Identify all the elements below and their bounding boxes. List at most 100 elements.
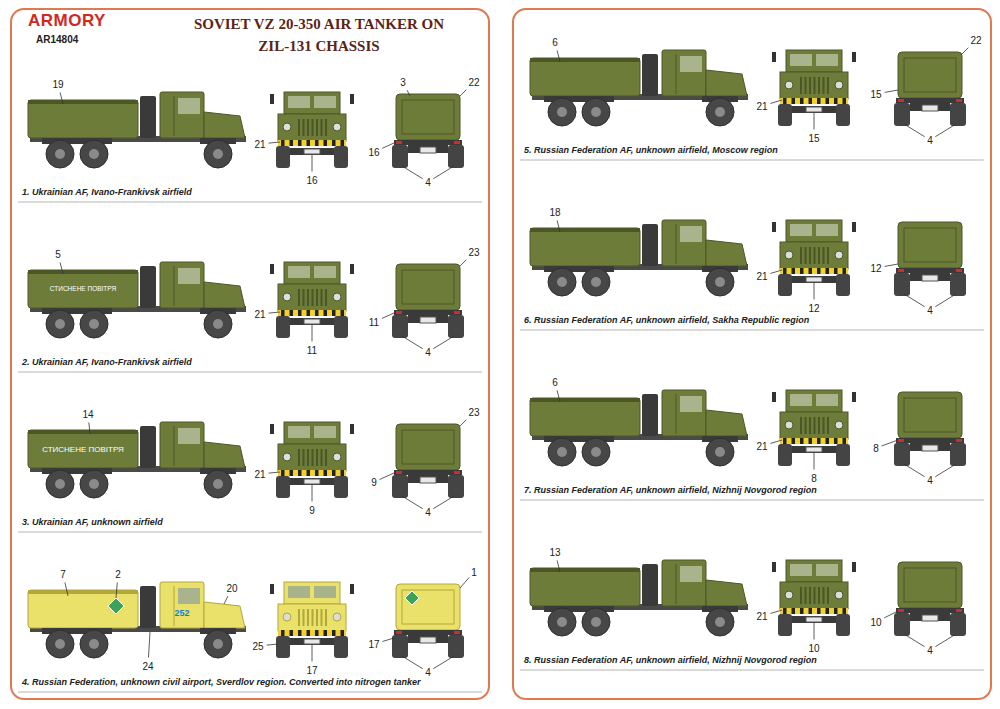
- wheel: [46, 310, 74, 338]
- leader-line: [224, 596, 228, 604]
- bumper-stripe: [281, 630, 285, 636]
- grille-bar: [325, 119, 327, 136]
- bumper-stripe: [315, 140, 319, 146]
- headlight: [283, 453, 291, 461]
- leader-line: [267, 644, 278, 645]
- caption-underline: [520, 160, 984, 161]
- number-plate: [420, 477, 436, 483]
- rear-wheel: [448, 315, 464, 338]
- number-plate: [806, 447, 822, 452]
- wheel: [46, 630, 74, 658]
- leader-line: [935, 294, 956, 307]
- leader-line: [433, 496, 454, 509]
- number-plate: [922, 445, 938, 451]
- mirror: [270, 94, 274, 104]
- callout-number: 15: [870, 89, 881, 100]
- callout-number: 10: [870, 617, 881, 628]
- callout-number: 20: [226, 583, 237, 594]
- leader-line: [460, 577, 469, 588]
- axle: [792, 616, 836, 623]
- grille-bar: [814, 587, 816, 604]
- bumper-stripe: [834, 268, 838, 274]
- bumper-stripe: [826, 608, 830, 614]
- cab-window: [680, 226, 702, 242]
- tank-rear: [898, 562, 962, 608]
- bumper-stripe: [307, 310, 311, 316]
- grille-bar: [321, 289, 323, 306]
- number-plate: [922, 105, 938, 111]
- rear-wheel: [448, 145, 464, 168]
- wheel-hub: [591, 617, 601, 627]
- tank-body: [28, 270, 138, 308]
- door-line: [174, 426, 175, 466]
- mirror: [270, 424, 274, 434]
- bumper-stripe: [826, 98, 830, 104]
- leader-line: [269, 312, 280, 313]
- tank-body: [530, 58, 640, 96]
- hood-front: [278, 604, 346, 631]
- leader-line: [814, 113, 815, 130]
- rear-bumper: [896, 608, 964, 613]
- leader-line: [904, 124, 925, 137]
- grille-bar: [298, 289, 300, 306]
- leader-line: [382, 143, 394, 148]
- rear-wheel: [950, 103, 966, 126]
- grille-bar: [312, 609, 314, 626]
- bumper-stripe: [290, 630, 294, 636]
- tail-light: [396, 311, 402, 314]
- headlight: [333, 123, 341, 131]
- compressor-block: [140, 426, 156, 468]
- scheme-caption: 7. Russian Federation AF, unknown airfie…: [524, 486, 817, 496]
- axle: [408, 315, 448, 323]
- caption-underline: [520, 500, 984, 501]
- callout-number: 3: [400, 77, 406, 88]
- rear-wheel: [392, 475, 408, 498]
- wheel-hub: [557, 617, 567, 627]
- mirror: [350, 94, 354, 104]
- rear-wheel: [894, 103, 910, 126]
- tank-rear: [898, 392, 962, 438]
- front-wheel: [778, 104, 792, 126]
- leader-line: [402, 496, 423, 509]
- grille-bar: [321, 449, 323, 466]
- bumper-stripe: [783, 98, 787, 104]
- front-wheel: [836, 104, 850, 126]
- bumper: [278, 140, 346, 146]
- tail-light: [956, 99, 962, 102]
- wheel-hub: [557, 447, 567, 457]
- bumper: [780, 268, 848, 274]
- bumper-stripe: [324, 140, 328, 146]
- number-plate: [304, 479, 320, 484]
- callout-number: 16: [368, 147, 379, 158]
- wheel: [80, 630, 108, 658]
- callout-number: 4: [927, 305, 933, 316]
- windshield: [314, 266, 336, 278]
- number-plate: [922, 275, 938, 281]
- scheme-caption: 6. Russian Federation AF, unknown airfie…: [524, 316, 809, 326]
- wheel: [548, 268, 576, 296]
- bumper-stripe: [817, 98, 821, 104]
- sheet-panel: 5. Russian Federation AF, unknown airfie…: [512, 8, 992, 700]
- tank-rear: [396, 584, 460, 630]
- cab-front: [786, 220, 842, 242]
- hood-front: [780, 412, 848, 439]
- front-wheel: [836, 274, 850, 296]
- wheel: [706, 438, 734, 466]
- bumper-stripe: [800, 98, 804, 104]
- leader-line: [904, 634, 925, 647]
- callout-number: 23: [468, 247, 479, 258]
- rear-bumper: [896, 438, 964, 443]
- leader-line: [557, 560, 560, 572]
- cab-window: [178, 268, 200, 284]
- callout-number: 11: [307, 345, 317, 356]
- tank-rim: [530, 568, 640, 572]
- front-wheel: [334, 476, 348, 498]
- rear-panel: [904, 228, 956, 262]
- leader-line: [402, 656, 423, 669]
- number-plate: [304, 319, 320, 324]
- compressor-block: [642, 224, 658, 266]
- grille-bar: [818, 417, 820, 434]
- sheet-title: SOVIET VZ 20-350 AIR TANKER ON ZIL-131 C…: [188, 14, 450, 58]
- cab-front: [786, 50, 842, 72]
- bumper-stripe: [298, 140, 302, 146]
